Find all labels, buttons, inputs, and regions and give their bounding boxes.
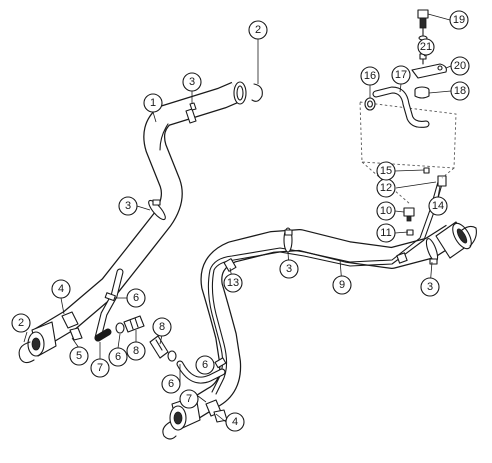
filler-neck-left [233, 81, 247, 105]
ring-16 [364, 97, 376, 111]
vent-hose-right [176, 357, 227, 384]
svg-text:4: 4 [232, 416, 238, 428]
callout-6c: 6 [195, 355, 215, 375]
callout-14: 14 [428, 196, 448, 216]
svg-text:7: 7 [97, 362, 103, 374]
callout-1: 1 [143, 93, 163, 113]
callout-6d: 6 [161, 374, 181, 394]
callout-12: 12 [376, 178, 396, 198]
callout-10: 10 [376, 201, 396, 221]
hose-connector-left [115, 315, 145, 334]
callout-7a: 7 [90, 358, 110, 378]
callout-2b: 2 [11, 313, 31, 333]
hose-clamp-right-right [425, 238, 439, 265]
callout-3a: 3 [182, 72, 202, 92]
hose-clamp-right-left [283, 227, 293, 253]
callout-16: 16 [360, 66, 380, 86]
callout-6a: 6 [126, 288, 146, 308]
inline-clip-right [396, 252, 408, 264]
svg-text:3: 3 [286, 263, 292, 275]
callout-11: 11 [376, 223, 396, 243]
callout-3d: 3 [420, 277, 440, 297]
sensor-19 [417, 9, 429, 41]
callout-2a: 2 [248, 20, 268, 40]
connector-15 [423, 167, 430, 174]
clip-right-upper [461, 225, 477, 247]
clip-left-upper [251, 83, 263, 102]
svg-text:4: 4 [58, 283, 64, 295]
svg-text:15: 15 [380, 165, 392, 177]
callout-21: 21 [417, 38, 435, 56]
svg-text:18: 18 [454, 85, 466, 97]
callout-7b: 7 [179, 389, 199, 409]
svg-text:5: 5 [76, 350, 82, 362]
inline-clip-13 [223, 258, 237, 272]
vent-hose-left [94, 268, 124, 342]
svg-text:19: 19 [453, 14, 465, 26]
hose-clamp-left-upper [185, 102, 197, 124]
valve-11 [406, 229, 414, 236]
leader-lines [23, 13, 452, 423]
fitting-14 [437, 175, 447, 187]
hose-clamp-left-lower [148, 199, 166, 221]
svg-text:6: 6 [115, 351, 121, 363]
bracket-right [205, 399, 228, 423]
callout-3c: 3 [279, 259, 299, 279]
filler-pipe-right [180, 224, 458, 424]
callout-17: 17 [391, 65, 411, 85]
callout-13: 13 [223, 273, 243, 293]
bracket-left [61, 311, 83, 341]
svg-text:11: 11 [380, 227, 391, 239]
callout-18: 18 [450, 81, 470, 101]
svg-text:20: 20 [454, 60, 466, 72]
svg-text:10: 10 [380, 205, 392, 217]
callout-4b: 4 [225, 412, 245, 432]
callout-9: 9 [332, 275, 352, 295]
svg-text:14: 14 [432, 200, 444, 212]
filler-neck-right [435, 221, 472, 259]
svg-text:6: 6 [133, 292, 139, 304]
svg-text:3: 3 [189, 76, 195, 88]
hose-connector-right [149, 335, 177, 362]
svg-text:6: 6 [168, 378, 174, 390]
callout-6b: 6 [108, 347, 128, 367]
callout-20: 20 [450, 56, 470, 76]
vent-valve-10 [403, 207, 415, 222]
svg-text:12: 12 [380, 182, 392, 194]
svg-text:16: 16 [364, 70, 376, 82]
vent-hose-17 [372, 86, 430, 128]
callout-15: 15 [376, 161, 396, 181]
svg-text:3: 3 [125, 200, 131, 212]
grommet-18 [414, 86, 430, 99]
filler-inlet-left [27, 321, 57, 357]
callout-19: 19 [449, 10, 469, 30]
svg-text:1: 1 [150, 97, 156, 109]
svg-text:3: 3 [427, 281, 433, 293]
svg-text:17: 17 [395, 69, 407, 81]
svg-text:9: 9 [339, 279, 345, 291]
svg-text:8: 8 [159, 321, 165, 333]
callout-5: 5 [69, 346, 89, 366]
filler-pipe-left [34, 81, 241, 348]
callout-3b: 3 [118, 196, 138, 216]
svg-text:2: 2 [255, 24, 261, 36]
svg-text:2: 2 [18, 317, 24, 329]
callout-8a: 8 [126, 341, 146, 361]
svg-text:21: 21 [420, 41, 432, 53]
callout-8b: 8 [152, 317, 172, 337]
clip-right-lower [162, 421, 177, 440]
callout-4a: 4 [51, 279, 71, 299]
bracket-20 [411, 63, 447, 79]
svg-text:13: 13 [227, 277, 239, 289]
svg-text:6: 6 [202, 359, 208, 371]
svg-text:8: 8 [133, 345, 139, 357]
svg-text:7: 7 [186, 393, 192, 405]
clip-left-lower [18, 341, 35, 364]
